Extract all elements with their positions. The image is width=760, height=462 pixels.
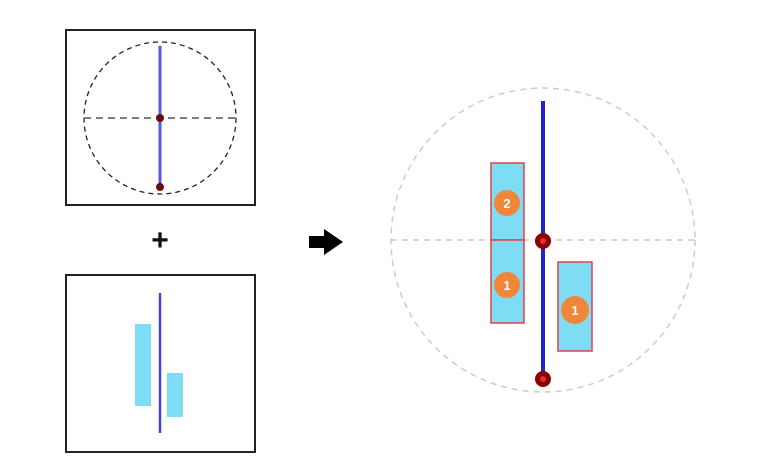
badge-1-left: 1: [494, 272, 520, 298]
arrow-right-icon: [309, 229, 343, 255]
badge-1-left-label: 1: [503, 278, 510, 293]
bar-short-small: [167, 373, 183, 417]
plus-sign: +: [151, 224, 169, 257]
panel-bars: [65, 274, 256, 453]
badge-2-label: 2: [503, 196, 510, 211]
bottom-node-small: [156, 183, 164, 191]
bar-tall-small: [135, 324, 151, 406]
bottom-node-large-inner: [540, 376, 546, 382]
badge-2: 2: [494, 190, 520, 216]
center-node-small: [156, 114, 164, 122]
panel-circle-axis: [65, 29, 256, 206]
result-composite: 2 1 1: [390, 87, 696, 393]
center-node-large-inner: [540, 238, 546, 244]
badge-1-right-label: 1: [571, 303, 578, 318]
badge-1-right: 1: [561, 296, 589, 324]
